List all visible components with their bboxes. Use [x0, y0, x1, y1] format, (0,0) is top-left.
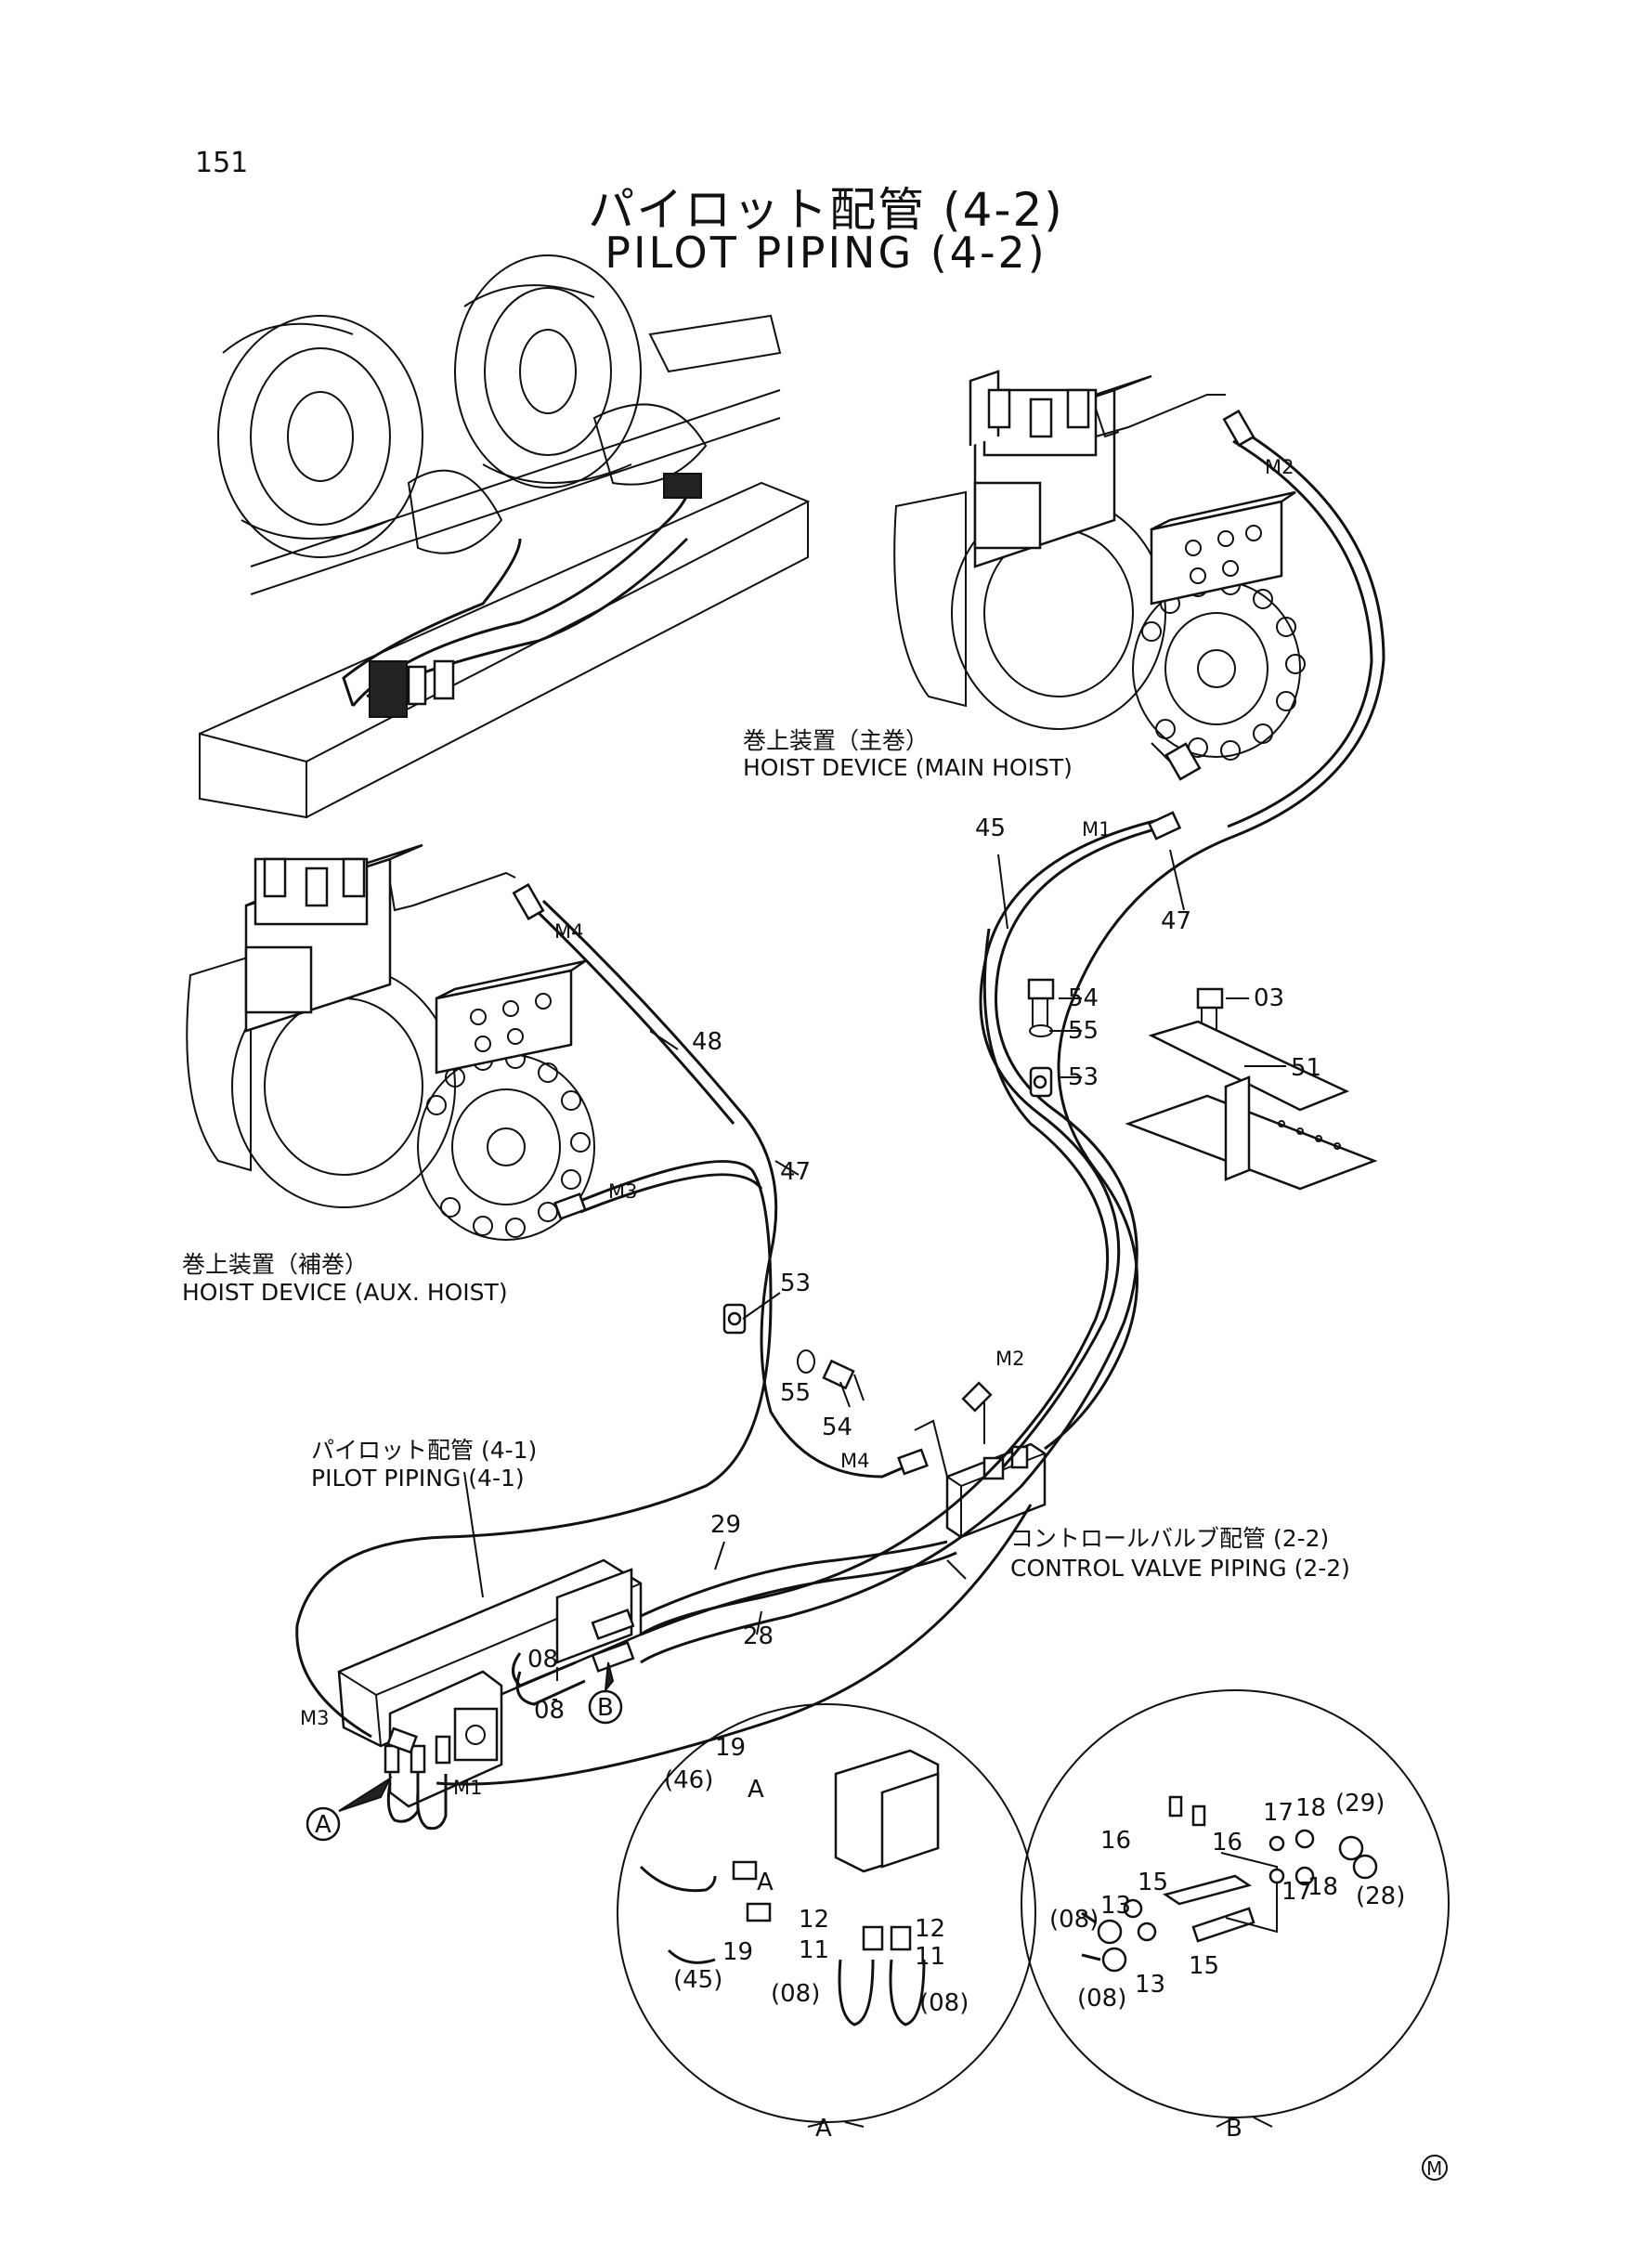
page-title-japanese: パイロット配管 (4-2)	[588, 183, 1064, 237]
detail-b-label: 16	[1100, 1827, 1131, 1855]
leader-lines	[463, 849, 1286, 2128]
detail-a-label: 12	[915, 1915, 945, 1943]
detail-b-label: 18	[1307, 1873, 1338, 1901]
detail-a-view	[617, 1703, 1036, 2123]
port-m3-aux: M3	[608, 1180, 637, 1203]
aux-hoist-caption: HOIST DEVICE (AUX. HOIST)	[182, 1279, 508, 1306]
detail-a-label: (08)	[771, 1980, 820, 2008]
detail-b-label: 18	[1295, 1794, 1326, 1822]
page-number: 151	[195, 147, 249, 179]
main-hoist-caption-jp: 巻上装置（主巻）	[743, 727, 929, 754]
port-m3-valve: M3	[300, 1707, 329, 1729]
port-m1-valve: M1	[453, 1777, 482, 1799]
part-29: 29	[710, 1511, 741, 1539]
detail-a-label: 11	[799, 1936, 829, 1964]
detail-b-label: (29)	[1335, 1790, 1385, 1818]
detail-a-label: 11	[915, 1943, 945, 1971]
detail-b-label: (08)	[1049, 1906, 1099, 1934]
pilot-hoses	[295, 430, 1385, 1786]
page-title: PILOT PIPING (4-2)	[605, 228, 1047, 278]
callout-markers	[306, 1661, 623, 1842]
aux-hoist-device-illustration	[186, 843, 595, 1241]
detail-a-label: 19	[722, 1938, 753, 1966]
part-47-aux: 47	[780, 1158, 811, 1186]
port-m2-cv: M2	[995, 1348, 1024, 1370]
detail-a-label: (46)	[664, 1766, 713, 1794]
control-valve-block-illustration	[914, 1402, 1047, 1539]
detail-b-label: 15	[1189, 1952, 1219, 1980]
detail-b-label: 17	[1281, 1878, 1312, 1906]
detail-a-labels: (46) 19 A A 19 (45) 12 12 11 11 (08) (08…	[664, 1734, 969, 2143]
detail-b-label: 13	[1100, 1892, 1131, 1920]
detail-a-label: 12	[799, 1906, 829, 1934]
pilot-valve-illustration	[337, 1558, 643, 1831]
callout-b: B	[597, 1694, 614, 1722]
part-54-aux: 54	[822, 1414, 852, 1441]
detail-b-label: 13	[1135, 1971, 1165, 1999]
pilot-piping-41-caption: PILOT PIPING (4-1)	[311, 1465, 525, 1492]
main-hoist-caption: HOIST DEVICE (MAIN HOIST)	[743, 754, 1073, 781]
detail-b-label: 15	[1138, 1869, 1168, 1896]
part-45: 45	[975, 814, 1006, 842]
port-m1-main: M1	[1082, 818, 1111, 840]
port-m2-main: M2	[1265, 456, 1294, 478]
detail-a-label: (08)	[919, 1989, 969, 2017]
part-28: 28	[743, 1622, 774, 1650]
footer-mark: M	[1422, 2155, 1448, 2181]
detail-b-label: (28)	[1356, 1883, 1405, 1910]
detail-a-name: A	[815, 2115, 832, 2143]
part-08-upper: 08	[527, 1646, 558, 1674]
hose-fittings	[386, 409, 1255, 1754]
aux-hoist-caption-jp: 巻上装置（補巻）	[182, 1251, 368, 1278]
part-number-labels: 45 47 54 55 53 03 51 48 47 53 55 54 29 2…	[527, 814, 1321, 1725]
part-47-main: 47	[1161, 907, 1191, 935]
captions: 巻上装置（主巻） HOIST DEVICE (MAIN HOIST) 巻上装置（…	[182, 727, 1350, 1582]
part-53-aux: 53	[780, 1270, 811, 1297]
detail-b-name: B	[1226, 2115, 1242, 2143]
part-53-main: 53	[1068, 1063, 1099, 1091]
callout-letters: A B	[315, 1694, 614, 1839]
detail-a-label: 19	[715, 1734, 746, 1762]
pilot-piping-41-caption-jp: パイロット配管 (4-1)	[311, 1437, 537, 1464]
detail-a-label: A	[757, 1869, 774, 1896]
control-valve-caption-jp: コントロールバルブ配管 (2-2)	[1010, 1525, 1329, 1552]
detail-b-labels: 17 18 (29) 16 16 (28) 15 13 (08) 17 18 1…	[1049, 1790, 1405, 2143]
part-48: 48	[692, 1028, 722, 1056]
callout-a: A	[315, 1811, 332, 1839]
footer-mark-letter: M	[1426, 2157, 1442, 2180]
detail-a-label: (45)	[673, 1966, 722, 1994]
control-valve-caption: CONTROL VALVE PIPING (2-2)	[1010, 1555, 1350, 1582]
part-03: 03	[1254, 984, 1284, 1012]
part-51: 51	[1291, 1054, 1321, 1082]
part-08-lower: 08	[534, 1697, 565, 1725]
main-hoist-device-illustration	[893, 370, 1306, 781]
clamp-and-bracket-parts	[722, 978, 1378, 1408]
part-54-main: 54	[1068, 984, 1099, 1012]
port-m4-cv: M4	[840, 1450, 869, 1472]
part-55-main: 55	[1068, 1017, 1099, 1045]
detail-b-view	[1021, 1689, 1450, 2118]
port-labels: M2 M1 M4 M3 M2 M4 M3 M1	[300, 456, 1294, 1799]
part-55-aux: 55	[780, 1379, 811, 1407]
detail-b-label: 16	[1212, 1829, 1242, 1857]
detail-b-label: 17	[1263, 1799, 1294, 1827]
port-m4-aux: M4	[554, 920, 583, 943]
detail-a-label: A	[748, 1776, 764, 1804]
winch-assembly-illustration	[199, 254, 811, 819]
detail-b-label: (08)	[1077, 1985, 1126, 2013]
